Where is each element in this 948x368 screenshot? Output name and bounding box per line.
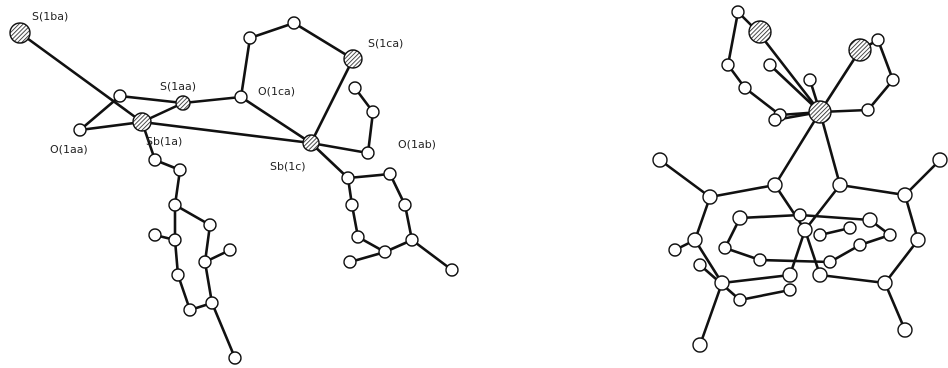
carbon-atom [768,113,782,127]
carbon-atom [797,222,813,238]
carbon-atom [823,255,837,269]
carbon-atom [383,167,397,181]
carbon-atom [897,187,913,203]
carbon-atom [783,283,797,297]
sulfur-atom-s1aa [175,95,191,111]
carbon-atom [714,275,730,291]
carbon-atom [793,208,807,222]
carbon-atom [763,58,777,72]
label-sb1c: Sb(1c) [270,160,306,173]
carbon-atom [853,238,867,252]
sulfur-atom [848,38,872,62]
carbon-atom [348,81,362,95]
carbon-atom [228,351,242,365]
carbon-atom [721,58,735,72]
carbon-atom [732,210,748,226]
left-molecule: S(1ba) S(1aa) S(1ca) O(1ca) O(1ab) O(1aa… [9,10,459,365]
carbon-atom [687,232,703,248]
sulfur-atom-s1ba [9,22,31,44]
carbon-atom [731,5,745,19]
carbon-atom [767,177,783,193]
carbon-atom [812,267,828,283]
carbon-atom [652,152,668,168]
carbon-atom [861,103,875,117]
carbon-atom [897,322,913,338]
right-atoms [652,5,948,353]
carbon-atom [366,105,380,119]
left-atoms [9,16,459,365]
carbon-atom [243,31,257,45]
carbon-atom [862,212,878,228]
carbon-atom [910,232,926,248]
carbon-atom [171,268,185,282]
left-labels: S(1ba) S(1aa) S(1ca) O(1ca) O(1ab) O(1aa… [32,10,436,173]
label-o1ca: O(1ca) [258,85,295,98]
label-s1ba: S(1ba) [32,10,68,23]
carbon-atom [113,89,127,103]
carbon-atom [886,73,900,87]
carbon-atom [718,241,732,255]
label-o1aa: O(1aa) [50,143,88,156]
label-s1ca: S(1ca) [368,37,403,50]
right-bonds [658,10,942,347]
carbon-atom [183,303,197,317]
carbon-atom [398,198,412,212]
carbon-atom [223,243,237,257]
antimony-atom [808,100,832,124]
carbon-atom [205,296,219,310]
carbon-atom [405,233,419,247]
carbon-atom [932,152,948,168]
carbon-atom [445,263,459,277]
carbon-atom [733,293,747,307]
oxygen-atom-o1ab [361,146,375,160]
carbon-atom [351,230,365,244]
label-sb1a: Sb(1a) [146,135,182,148]
carbon-atom [832,177,848,193]
carbon-atom [168,198,182,212]
carbon-atom [883,228,897,242]
carbon-atom [803,73,817,87]
carbon-atom [871,33,885,47]
carbon-atom [341,171,355,185]
carbon-atom [692,337,708,353]
carbon-atom [343,255,357,269]
label-o1ab: O(1ab) [398,138,436,151]
carbon-atom [345,198,359,212]
carbon-atom [148,153,162,167]
left-bonds [18,21,454,360]
carbon-atom [877,275,893,291]
right-molecule [652,5,948,353]
carbon-atom [287,16,301,30]
label-s1aa: S(1aa) [160,80,196,93]
antimony-atom-sb1a [132,112,152,132]
carbon-atom [173,163,187,177]
carbon-atom [813,228,827,242]
sulfur-atom [748,20,772,44]
sulfur-atom-s1ca [343,49,363,69]
carbon-atom [668,243,682,257]
carbon-atom [753,253,767,267]
carbon-atom [738,81,752,95]
carbon-atom [782,267,798,283]
carbon-atom [168,233,182,247]
carbon-atom [378,245,392,259]
carbon-atom [843,221,857,235]
oxygen-atom-o1aa [73,123,87,137]
carbon-atom [148,228,162,242]
antimony-atom-sb1c [302,134,320,152]
carbon-atom [702,189,718,205]
carbon-atom [198,255,212,269]
oxygen-atom-o1ca [234,90,248,104]
carbon-atom [203,218,217,232]
carbon-atom [693,258,707,272]
